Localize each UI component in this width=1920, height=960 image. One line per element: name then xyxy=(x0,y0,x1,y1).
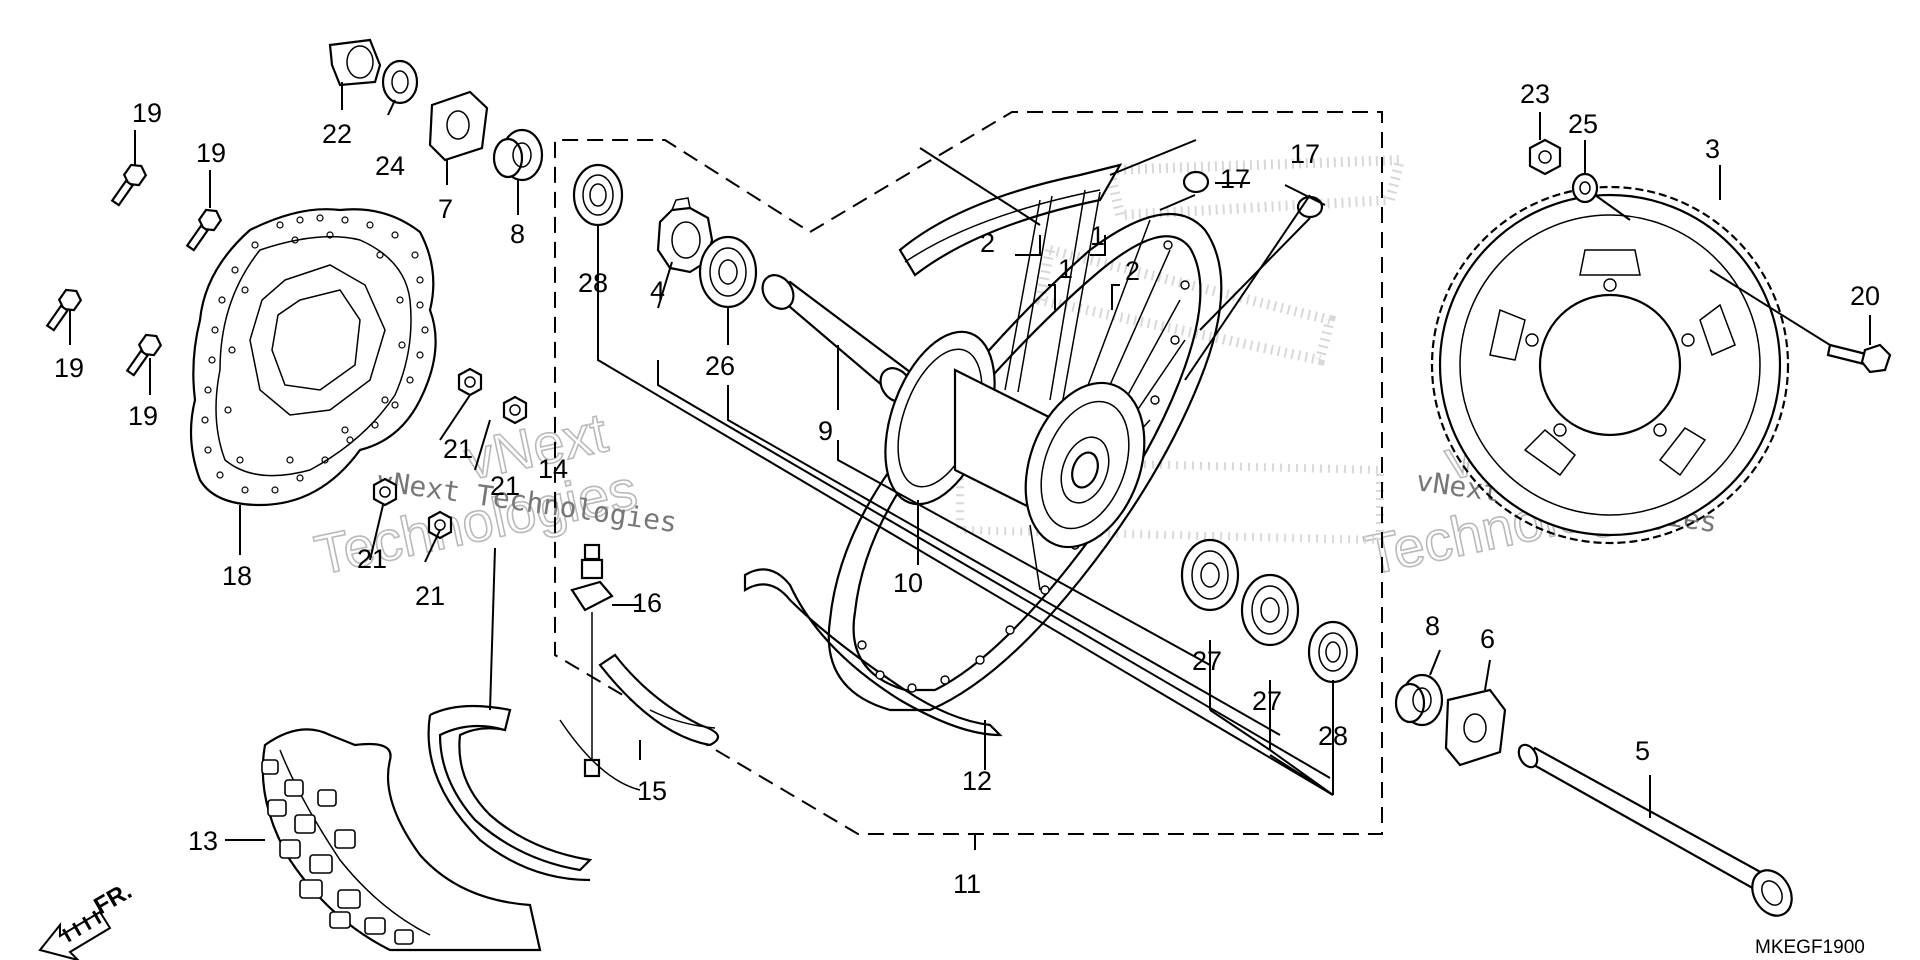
hub-10 xyxy=(884,330,1146,549)
bearing-26 xyxy=(698,235,758,309)
callout-4: 4 xyxy=(650,276,665,306)
callout-3: 3 xyxy=(1705,134,1720,164)
callout-20: 20 xyxy=(1850,281,1880,311)
adjuster-plate-6 xyxy=(1444,688,1507,767)
callout-28a: 28 xyxy=(578,268,608,298)
assembly-outline xyxy=(554,111,1383,835)
callout-18: 18 xyxy=(222,561,252,591)
callout-19a: 19 xyxy=(132,98,162,128)
callout-26: 26 xyxy=(705,351,735,381)
tire-13 xyxy=(261,728,542,952)
callout-14: 14 xyxy=(538,454,568,484)
valve-16 xyxy=(570,543,614,778)
watermark-left: Technologies vNext vNext Technologies xyxy=(309,399,680,587)
callout-15: 15 xyxy=(637,776,667,806)
callout-28b: 28 xyxy=(1318,721,1348,751)
driven-sprocket-3 xyxy=(1430,185,1790,545)
axle-5 xyxy=(1517,743,1793,917)
callout-21d: 21 xyxy=(415,581,445,611)
nipples-17 xyxy=(1182,170,1324,219)
distance-collar-9 xyxy=(761,274,913,403)
callout-1b: 1 xyxy=(1090,221,1105,251)
callout-22: 22 xyxy=(322,119,352,149)
rim-band-15 xyxy=(598,653,720,747)
callout-2a: 2 xyxy=(980,228,995,258)
callout-9: 9 xyxy=(818,416,833,446)
callout-19b: 19 xyxy=(196,138,226,168)
disc-nuts xyxy=(372,367,528,540)
callout-17b: 17 xyxy=(1290,139,1320,169)
callout-6: 6 xyxy=(1480,624,1495,654)
side-collar-8-left xyxy=(492,128,544,182)
callout-21c: 21 xyxy=(357,544,387,574)
callout-17a: 17 xyxy=(1220,164,1250,194)
leader-lines xyxy=(69,82,1871,850)
callout-2b: 2 xyxy=(1125,256,1140,286)
dust-seal-24 xyxy=(381,59,419,105)
callout-5: 5 xyxy=(1635,736,1650,766)
bearing-28-right xyxy=(1307,620,1359,684)
diagram-code: MKEGF1900 xyxy=(1755,937,1865,958)
callout-27b: 27 xyxy=(1252,686,1282,716)
brake-disc xyxy=(189,208,437,507)
callout-21a: 21 xyxy=(443,434,473,464)
callout-23: 23 xyxy=(1520,79,1550,109)
disc-bolts xyxy=(45,163,223,377)
rim-band-top xyxy=(898,163,1123,277)
callout-8a: 8 xyxy=(510,219,525,249)
collar-22 xyxy=(328,38,382,87)
callout-24: 24 xyxy=(375,151,405,181)
callout-25: 25 xyxy=(1568,109,1598,139)
callout-8b: 8 xyxy=(1425,611,1440,641)
callout-10: 10 xyxy=(893,568,923,598)
rim-12 xyxy=(827,212,1223,712)
side-collar-8-right xyxy=(1394,673,1444,727)
callout-19d: 19 xyxy=(128,401,158,431)
callout-1a: 1 xyxy=(1058,254,1073,284)
sprocket-nut-23 xyxy=(1528,138,1562,176)
adjuster-plate-7 xyxy=(428,90,489,162)
callout-13: 13 xyxy=(188,826,218,856)
bearing-27-b xyxy=(1240,573,1300,647)
washer-25 xyxy=(1571,172,1599,204)
front-direction-arrow: FR. xyxy=(38,877,136,960)
rim-band-bottom xyxy=(743,568,1003,737)
callout-19c: 19 xyxy=(54,353,84,383)
bearing-27-a xyxy=(1180,538,1240,612)
callout-labels: 1 1 2 2 3 4 5 6 7 8 8 9 10 11 12 13 14 1… xyxy=(54,79,1880,899)
callout-11: 11 xyxy=(953,869,981,899)
callout-21b: 21 xyxy=(490,471,520,501)
callout-27a: 27 xyxy=(1192,646,1222,676)
bearing-28-left xyxy=(572,163,624,227)
tube-14 xyxy=(427,704,641,882)
callout-12: 12 xyxy=(962,766,992,796)
callout-16: 16 xyxy=(632,588,662,618)
sprocket-bolt-20 xyxy=(1826,343,1892,374)
brand-mark-dots xyxy=(956,154,1407,545)
callout-7: 7 xyxy=(438,194,453,224)
